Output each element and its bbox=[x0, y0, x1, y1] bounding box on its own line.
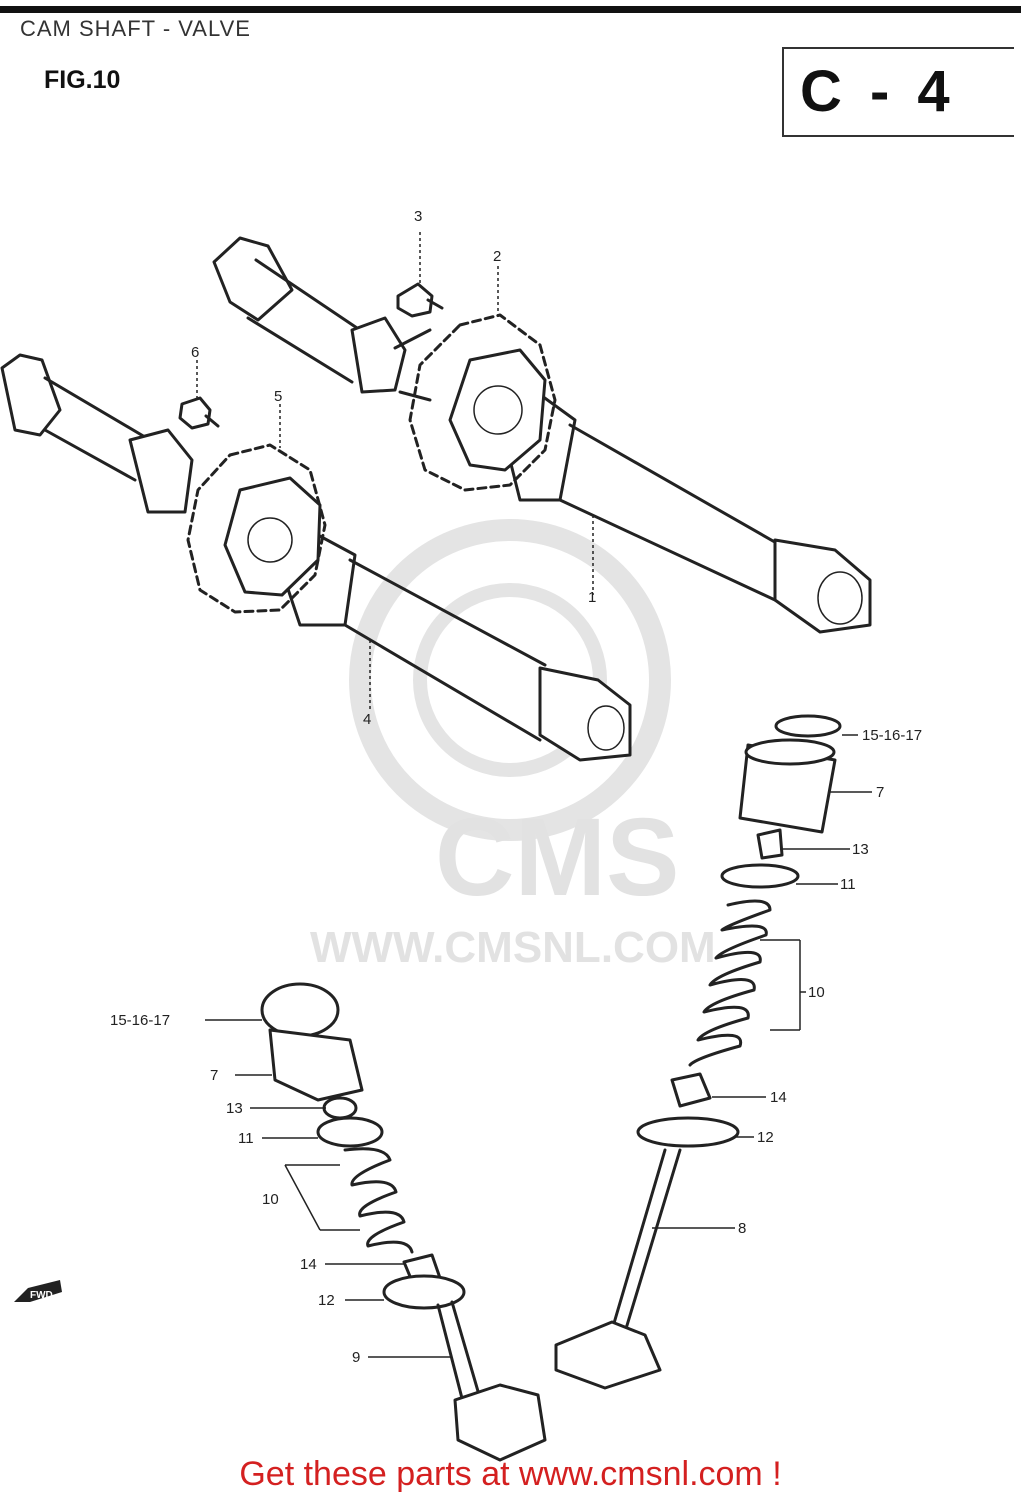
bolt-3 bbox=[396, 282, 444, 318]
cam-sprocket-1 bbox=[408, 313, 557, 492]
forward-arrow-icon: FWD bbox=[14, 1280, 62, 1302]
callout-2: 2 bbox=[493, 248, 501, 265]
callout-4: 4 bbox=[363, 711, 371, 728]
callout-5: 5 bbox=[274, 388, 282, 405]
cam-sprocket-2 bbox=[186, 443, 327, 614]
callout-7-right: 7 bbox=[876, 784, 884, 801]
callout-10-left: 10 bbox=[262, 1191, 279, 1208]
watermark-url: WWW.CMSNL.COM bbox=[310, 923, 716, 972]
callout-11-left: 11 bbox=[238, 1130, 254, 1147]
callout-8: 8 bbox=[738, 1220, 746, 1237]
callout-7-left: 7 bbox=[210, 1067, 218, 1084]
footer-link-text[interactable]: Get these parts at www.cmsnl.com ! bbox=[239, 1455, 782, 1493]
callout-3: 3 bbox=[414, 208, 422, 225]
callout-15-16-17-left: 15-16-17 bbox=[110, 1012, 170, 1029]
callout-9: 9 bbox=[352, 1349, 360, 1366]
cms-watermark: CMS WWW.CMSNL.COM bbox=[310, 519, 716, 972]
callout-14-left: 14 bbox=[300, 1256, 317, 1273]
callout-14-right: 14 bbox=[770, 1089, 787, 1106]
callout-12-left: 12 bbox=[318, 1292, 335, 1309]
callout-labels: 3 2 6 5 1 4 15-16-17 7 13 11 10 14 12 8 … bbox=[110, 208, 922, 1366]
callout-13-right: 13 bbox=[852, 841, 869, 858]
callout-10-right: 10 bbox=[808, 984, 825, 1001]
fwd-label: FWD bbox=[30, 1290, 53, 1301]
valve-assembly-right bbox=[554, 714, 842, 1390]
leader-lines bbox=[196, 232, 872, 1358]
valve-assembly-left bbox=[260, 982, 547, 1462]
callout-12-right: 12 bbox=[757, 1129, 774, 1146]
callout-13-left: 13 bbox=[226, 1100, 243, 1117]
callout-6: 6 bbox=[191, 344, 199, 361]
callout-15-16-17-right: 15-16-17 bbox=[862, 727, 922, 744]
top-border bbox=[0, 6, 1021, 13]
section-code: C - 4 bbox=[800, 59, 956, 124]
callout-11-right: 11 bbox=[840, 876, 856, 893]
section-code-box bbox=[782, 47, 1014, 137]
bolt-6 bbox=[178, 396, 220, 430]
page-title: CAM SHAFT - VALVE bbox=[20, 16, 251, 41]
watermark-logo: CMS bbox=[435, 796, 679, 919]
callout-1: 1 bbox=[588, 589, 596, 606]
figure-number: FIG.10 bbox=[44, 66, 121, 94]
